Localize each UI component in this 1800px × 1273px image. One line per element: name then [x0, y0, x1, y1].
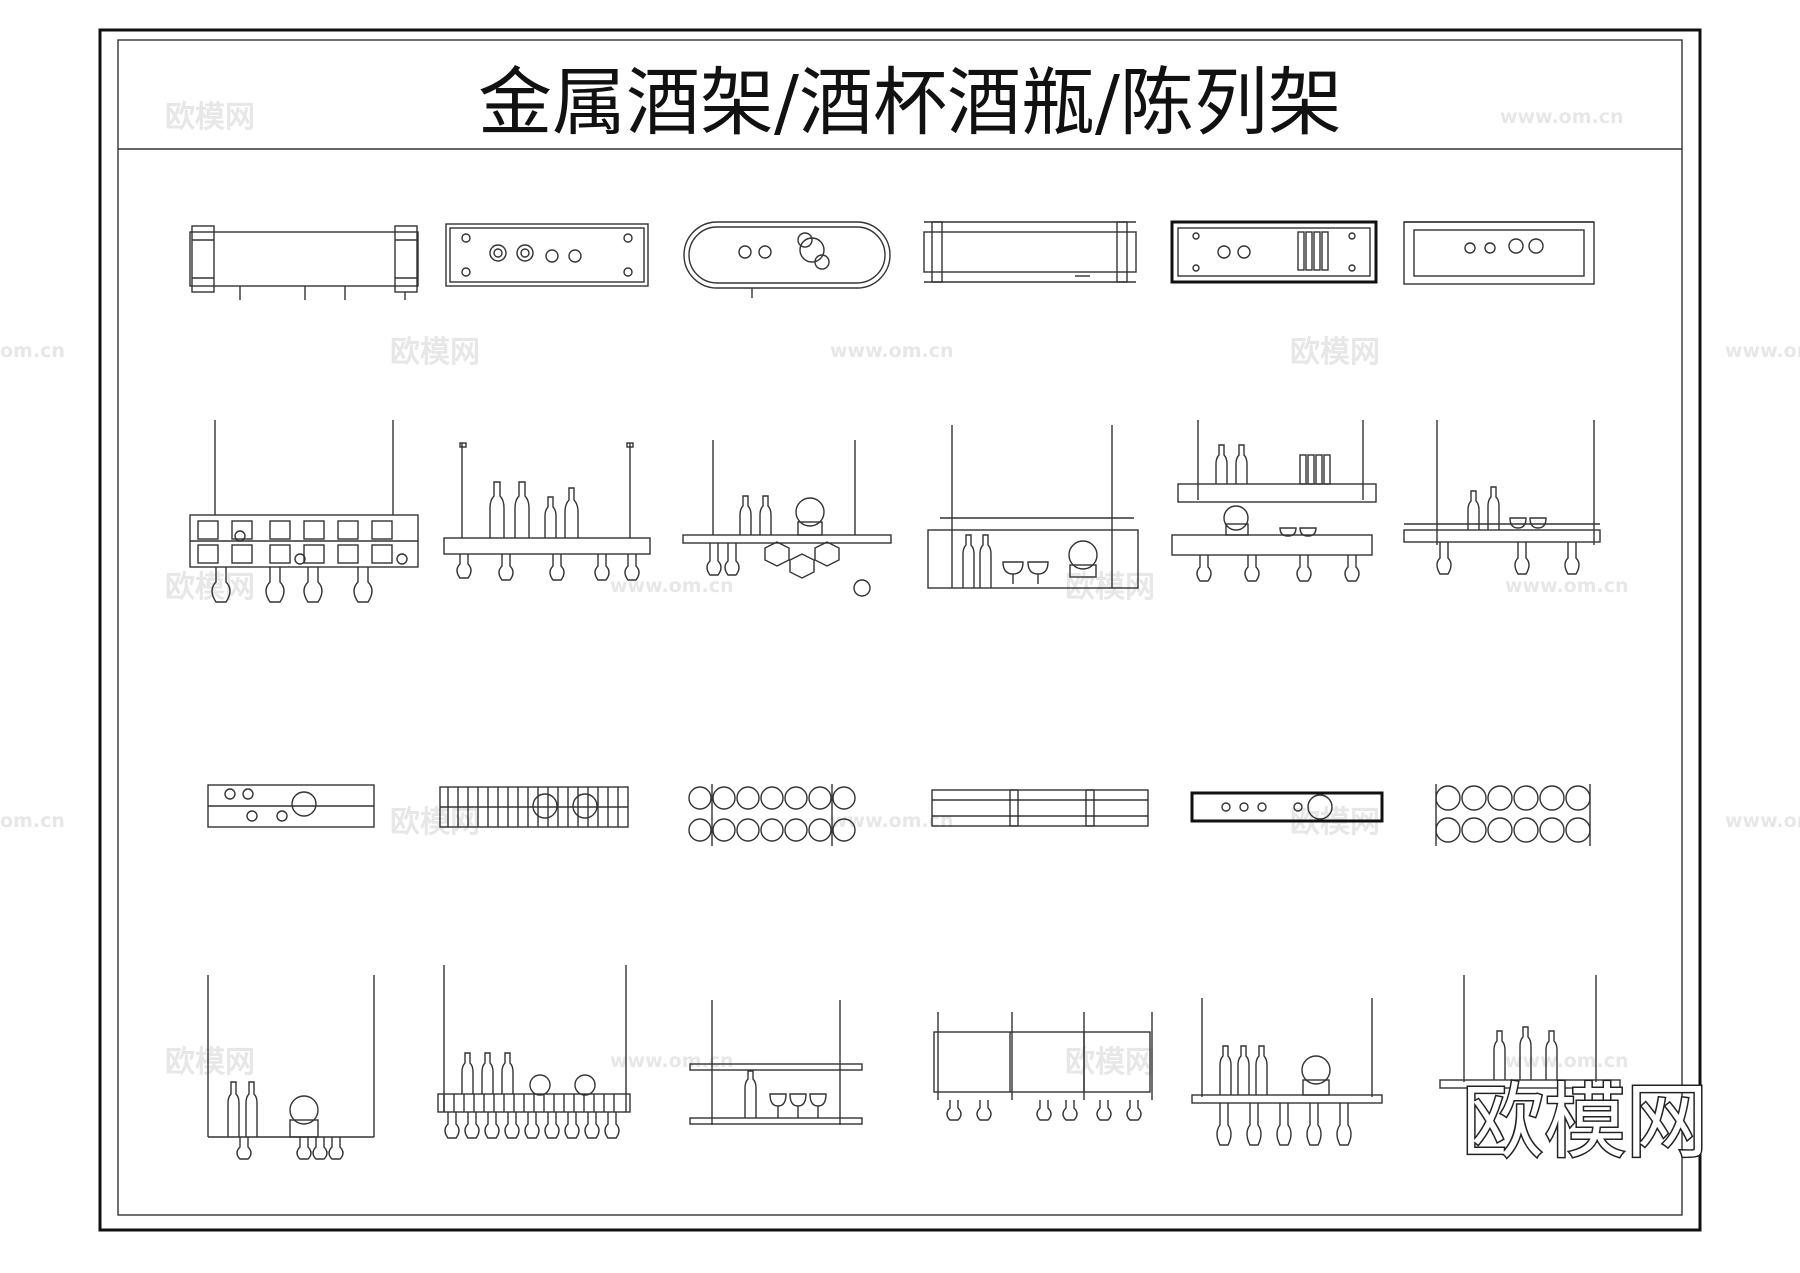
- rack-elevation-2: [443, 442, 651, 581]
- watermark-url: www.om.cn: [830, 810, 954, 832]
- rack-elevation-7: [207, 975, 375, 1160]
- watermark-brand: 欧模网: [165, 570, 255, 605]
- watermark-url: www.om.cn: [610, 1050, 734, 1072]
- brand-logo: 欧模网: [1462, 1075, 1708, 1170]
- rack-top-view-4: [923, 221, 1137, 283]
- rack-top-view-2: [445, 223, 649, 287]
- watermark-brand: 欧模网: [165, 1045, 255, 1080]
- rack-elevation-3: [682, 440, 892, 597]
- watermark-url: www.om.cn: [1725, 810, 1800, 832]
- rack-elevation-12: [1439, 975, 1621, 1089]
- rack-plan-6: [1435, 784, 1591, 846]
- rack-elevation-1: [189, 420, 419, 603]
- watermark-brand: 欧模网: [1290, 335, 1380, 370]
- rack-plan-1: [207, 784, 375, 828]
- watermark-url: www.om.cn: [1505, 575, 1629, 597]
- watermark-url: www.om.cn: [830, 340, 954, 362]
- rack-elevation-6: [1403, 420, 1601, 575]
- rack-top-view-6: [1403, 221, 1595, 285]
- rack-elevation-4: [927, 425, 1139, 589]
- rack-elevation-9: [689, 1000, 863, 1125]
- inner-frame: [117, 39, 1683, 1216]
- watermark-url: www.om.cn: [610, 575, 734, 597]
- watermark-brand: 欧模网: [1065, 1045, 1155, 1080]
- rack-top-view-3: [683, 221, 891, 298]
- rack-top-view-5: [1170, 220, 1378, 284]
- watermark-url: www.om.cn: [1725, 340, 1800, 362]
- rack-plan-2: [439, 786, 629, 828]
- watermark-url: www.om.cn: [1505, 1050, 1629, 1072]
- watermark-layer: 欧模网 www.om.cn om.cn 欧模网 www.om.cn 欧模网 ww…: [0, 100, 1800, 1080]
- watermark-brand: 欧模网: [165, 100, 255, 135]
- page-title: 金属酒架/酒杯酒瓶/陈列架: [478, 60, 1342, 146]
- watermark-url: www.om.cn: [1500, 106, 1624, 128]
- rack-top-view-1: [189, 225, 419, 300]
- rack-elevation-5: [1171, 420, 1377, 582]
- watermark-url: om.cn: [0, 340, 65, 362]
- watermark-brand: 欧模网: [390, 805, 480, 840]
- rack-elevation-11: [1191, 998, 1383, 1146]
- rack-elevation-8: [437, 965, 631, 1139]
- rack-plan-4: [931, 789, 1149, 827]
- outer-frame: [98, 28, 1702, 1232]
- rack-elevation-10: [933, 1012, 1153, 1121]
- rack-plan-5: [1190, 791, 1384, 823]
- watermark-brand: 欧模网: [390, 335, 480, 370]
- watermark-url: om.cn: [0, 810, 65, 832]
- rack-plan-3: [688, 784, 856, 846]
